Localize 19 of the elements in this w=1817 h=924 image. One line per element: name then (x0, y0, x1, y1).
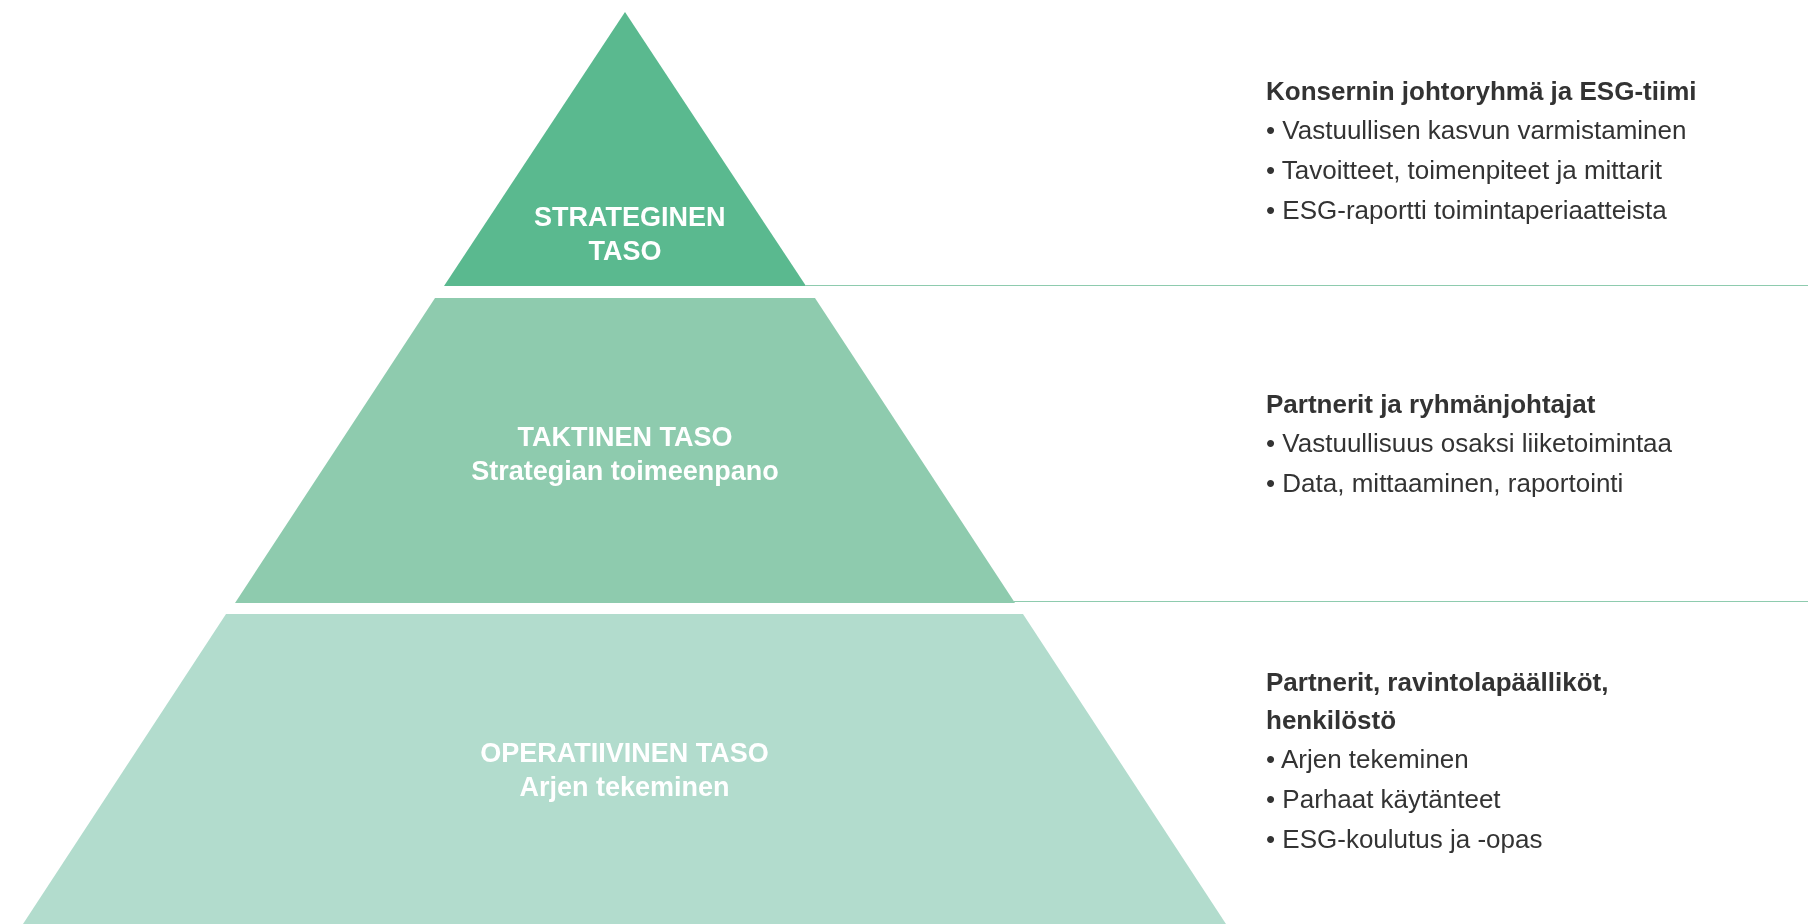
group-heading: Partnerit ja ryhmänjohtajat (1266, 388, 1597, 421)
group-heading: Partnerit, ravintolapäälliköt, henkilöstö (1266, 666, 1610, 737)
bullet-item: • Vastuullisuus osaksi liiketoimintaa (1266, 427, 1673, 460)
bullet-item: • Data, mittaaminen, raportointi (1266, 467, 1624, 500)
bullet-item: • ESG-raportti toimintaperiaatteista (1266, 194, 1667, 227)
layer-subtitle: Strategian toimeenpano (471, 456, 779, 486)
bullet-item: • Vastuullisen kasvun varmistaminen (1266, 114, 1687, 147)
bullet-item: • Tavoitteet, toimenpiteet ja mittarit (1266, 154, 1662, 187)
pyramid-layer (444, 12, 806, 286)
bullet-item: • Arjen tekeminen (1266, 743, 1469, 776)
layer-title: TAKTINEN TASO (517, 422, 733, 452)
pyramid-layer (235, 298, 1015, 603)
pyramid-layer (23, 614, 1226, 924)
group-heading: Konsernin johtoryhmä ja ESG-tiimi (1266, 75, 1698, 108)
layer-title: OPERATIIVINEN TASO (480, 738, 769, 768)
bullet-item: • Parhaat käytänteet (1266, 783, 1501, 816)
layer-subtitle: Arjen tekeminen (519, 772, 730, 802)
bullet-item: • ESG-koulutus ja -opas (1266, 823, 1543, 856)
layer-title: STRATEGINEN TASO (534, 202, 726, 266)
